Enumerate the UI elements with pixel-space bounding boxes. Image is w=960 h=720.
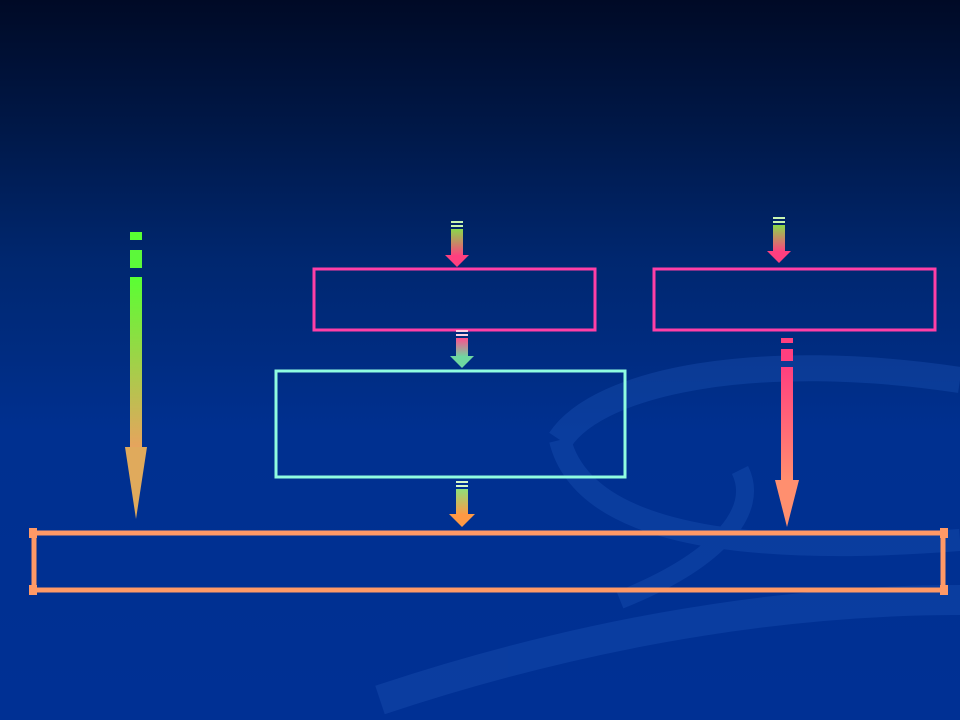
top-right-box [652, 267, 937, 332]
middle-box-label [278, 373, 623, 475]
left-long-arrow [125, 232, 147, 519]
arrow-into-top-right-box [767, 217, 791, 263]
background-swirl [375, 355, 960, 715]
right-long-arrow [775, 338, 799, 527]
arrow-into-top-left-box [445, 221, 469, 267]
slide-title [40, 40, 920, 160]
bottom-bar-label [37, 536, 940, 587]
top-right-box-label [656, 271, 933, 328]
bottom-bar-corner-caps [29, 528, 948, 595]
arrow-into-bottom-bar-center [449, 481, 475, 527]
top-left-box-label [316, 271, 593, 328]
bottom-bar [31, 530, 946, 593]
middle-box [274, 369, 627, 479]
top-left-box [312, 267, 597, 332]
arrow-into-middle-box [450, 330, 474, 368]
